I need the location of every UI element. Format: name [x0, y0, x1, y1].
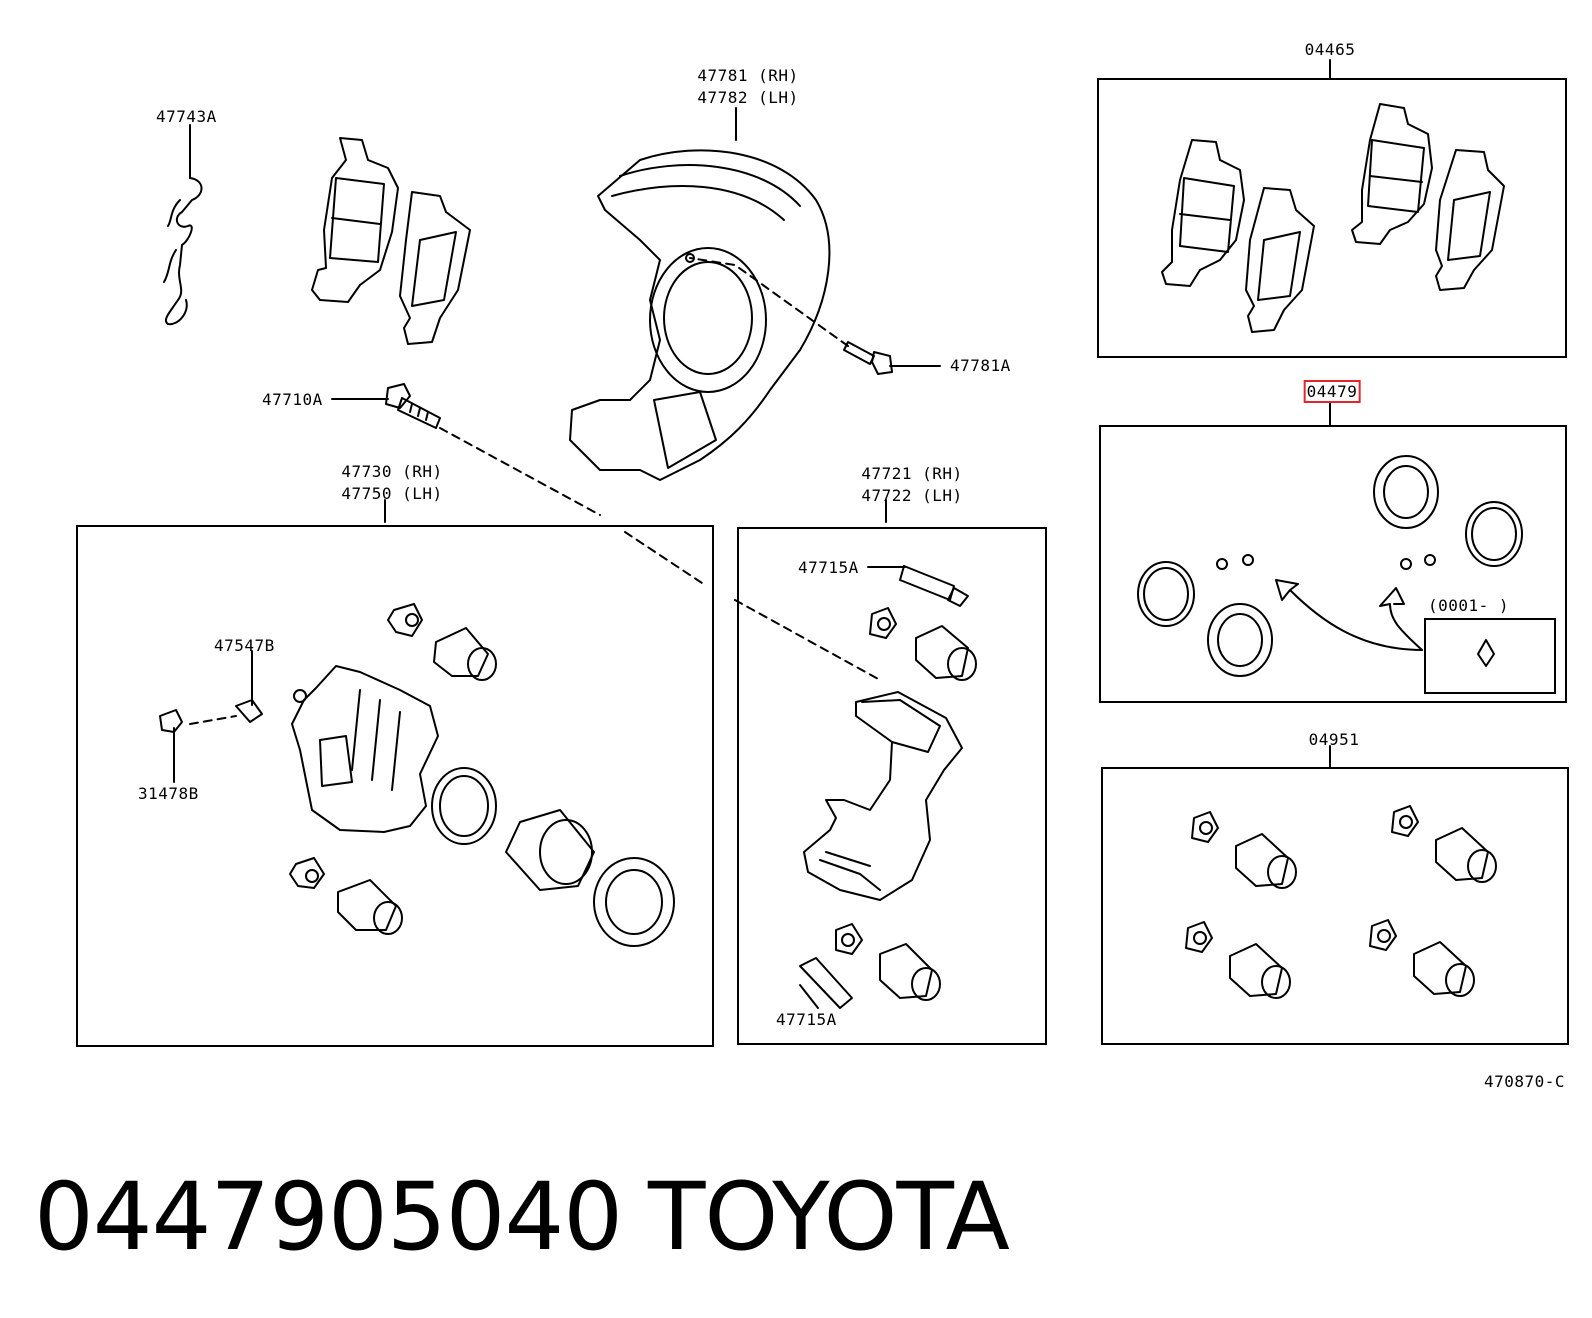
mounting-assembly-box	[737, 527, 1047, 1045]
caption-part-number: 0447905040	[34, 1163, 623, 1272]
label-bleeder-cap[interactable]: 31478B	[138, 784, 199, 803]
label-slide-pin-bottom[interactable]: 47715A	[776, 1010, 837, 1029]
label-caliper-bolt[interactable]: 47710A	[262, 390, 323, 409]
label-mounting-rh[interactable]: 47721 (RH)	[861, 464, 963, 483]
pad-kit-box	[1097, 78, 1567, 358]
label-shield-bolt[interactable]: 47781A	[950, 356, 1011, 375]
label-shield-rh[interactable]: 47781 (RH)	[697, 66, 799, 85]
label-seal-kit-date: (0001- )	[1428, 596, 1510, 615]
label-bleeder-plug[interactable]: 47547B	[214, 636, 275, 655]
pad-spring-drawing	[163, 177, 203, 326]
seal-kit-box	[1099, 425, 1567, 703]
caliper-cylinder-drawing	[159, 603, 675, 947]
seal-kit-drawing	[1137, 455, 1523, 677]
shield-bolt-drawing	[843, 341, 893, 375]
label-cylinder-lh[interactable]: 47750 (LH)	[341, 484, 443, 503]
label-mounting-lh[interactable]: 47722 (LH)	[861, 486, 963, 505]
caliper-mounting-drawing	[799, 565, 977, 1009]
dashed-install-line	[189, 257, 881, 725]
caption-brand: TOYOTA	[648, 1163, 1010, 1272]
label-spring[interactable]: 47743A	[156, 107, 217, 126]
caliper-bolt-drawing	[385, 383, 441, 429]
upper-brake-pads-drawing	[311, 137, 471, 345]
boot-kit-box	[1101, 767, 1569, 1045]
leader-lines	[173, 59, 1331, 1009]
label-pad-kit[interactable]: 04465	[1304, 40, 1356, 59]
label-cylinder-rh[interactable]: 47730 (RH)	[341, 462, 443, 481]
seal-kit-inset-box	[1424, 618, 1556, 694]
drawing-number: 470870-C	[1484, 1072, 1566, 1091]
cylinder-assembly-box	[76, 525, 714, 1047]
label-slide-pin-top[interactable]: 47715A	[798, 558, 859, 577]
seal-kit-highlight[interactable]: 04479	[1303, 380, 1361, 403]
label-boot-kit[interactable]: 04951	[1308, 730, 1360, 749]
label-seal-kit[interactable]: 04479	[1303, 380, 1361, 403]
disc-dust-shield-drawing	[569, 149, 831, 481]
boot-kit-drawing	[1185, 805, 1497, 999]
pad-kit-drawing	[1161, 103, 1505, 333]
label-shield-lh[interactable]: 47782 (LH)	[697, 88, 799, 107]
